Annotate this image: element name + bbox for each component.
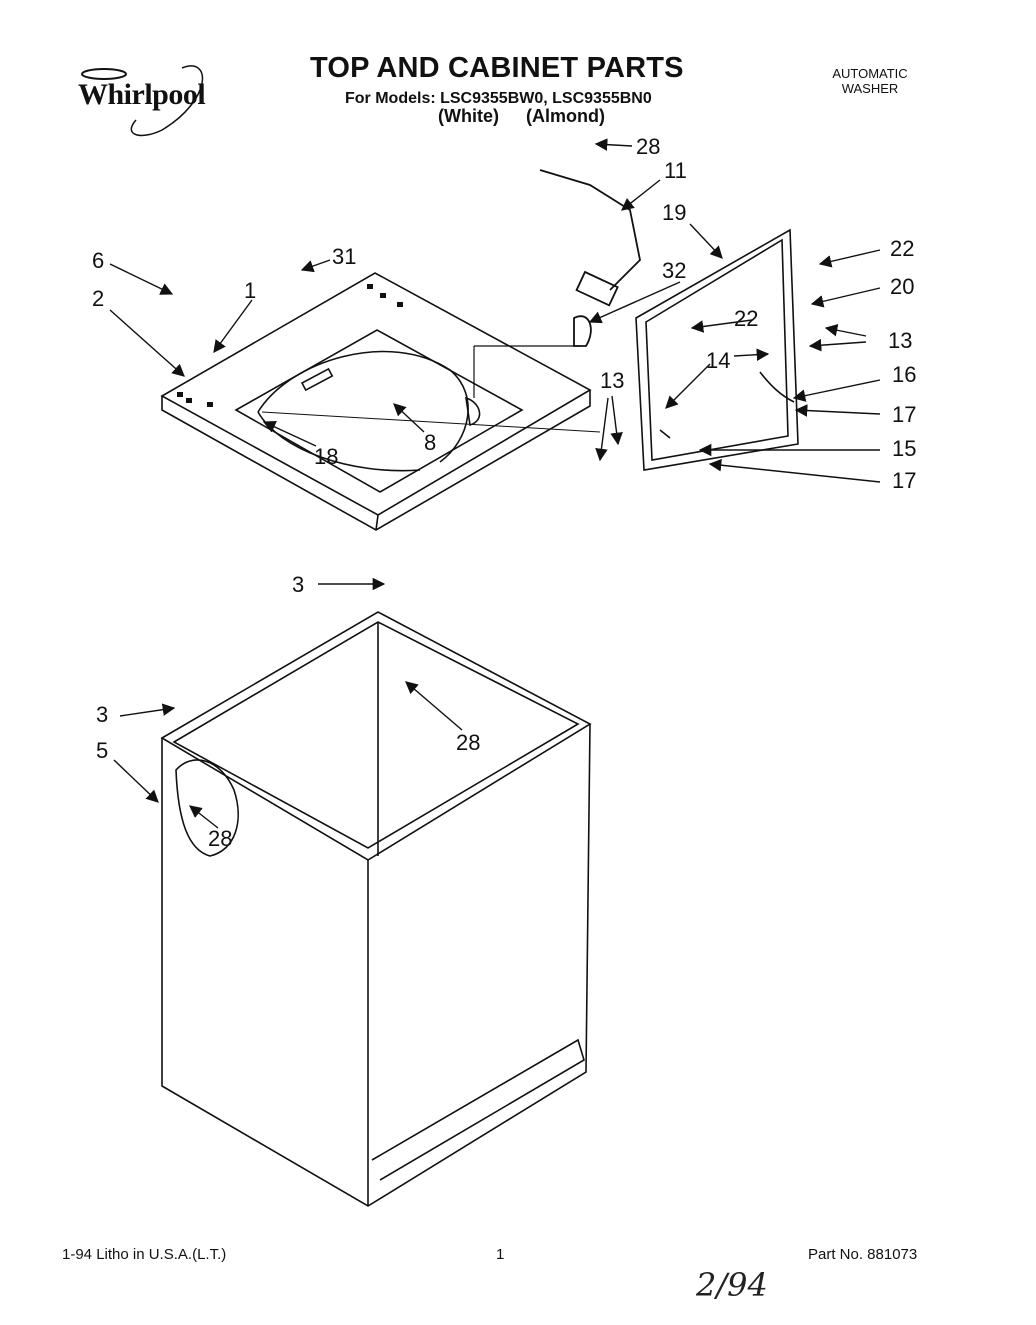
- callout-13: 13: [600, 368, 624, 393]
- callout-19: 19: [662, 200, 686, 225]
- callout-28: 28: [456, 730, 480, 755]
- footer-printing-info: 1-94 Litho in U.S.A.(L.T.): [62, 1246, 227, 1263]
- callout-18: 18: [314, 444, 338, 469]
- callout-14: 14: [706, 348, 730, 373]
- callout-28: 28: [208, 826, 232, 851]
- callout-6: 6: [92, 248, 104, 273]
- callout-16: 16: [892, 362, 916, 387]
- console-frame: [635, 228, 799, 471]
- callout-20: 20: [890, 274, 914, 299]
- top-panel: [160, 272, 592, 531]
- callout-11: 11: [664, 158, 687, 183]
- callout-22: 22: [890, 236, 914, 261]
- leader-line-18-long: [261, 411, 601, 433]
- top-panel-holes: [177, 284, 403, 407]
- part-number: Part No. 881073: [808, 1246, 918, 1263]
- callout-31: 31: [332, 244, 356, 269]
- callout-22: 22: [734, 306, 758, 331]
- color-variants: (White) (Almond): [438, 106, 605, 126]
- callout-28: 28: [636, 134, 660, 159]
- models-line: For Models: LSC9355BW0, LSC9355BN0: [345, 90, 652, 107]
- product-type: AUTOMATIC WASHER: [800, 66, 940, 96]
- page-number: 1: [496, 1246, 505, 1263]
- cabinet: [160, 611, 592, 1207]
- product-type-line2: WASHER: [841, 81, 899, 96]
- callout-3: 3: [96, 702, 108, 727]
- callout-3: 3: [292, 572, 304, 597]
- callout-17: 17: [892, 402, 916, 427]
- wire-harness: [539, 169, 641, 347]
- callout-1: 1: [244, 278, 256, 303]
- callout-13: 13: [888, 328, 912, 353]
- callout-2: 2: [92, 286, 104, 311]
- callout-8: 8: [424, 430, 436, 455]
- product-type-line1: AUTOMATIC: [832, 66, 908, 81]
- brand-name: Whirlpool: [78, 78, 206, 111]
- handwritten-date-note: 2/94: [696, 1266, 768, 1304]
- callout-17: 17: [892, 468, 916, 493]
- callout-5: 5: [96, 738, 108, 763]
- leader-lines: [109, 138, 881, 829]
- page-title: TOP AND CABINET PARTS: [310, 52, 684, 84]
- whirlpool-logo: [81, 65, 204, 137]
- callout-32: 32: [662, 258, 686, 283]
- callout-15: 15: [892, 436, 916, 461]
- callout-labels: 28 11 19 6 31 1 2 32 22 20 22 13 14 16 1…: [92, 134, 916, 851]
